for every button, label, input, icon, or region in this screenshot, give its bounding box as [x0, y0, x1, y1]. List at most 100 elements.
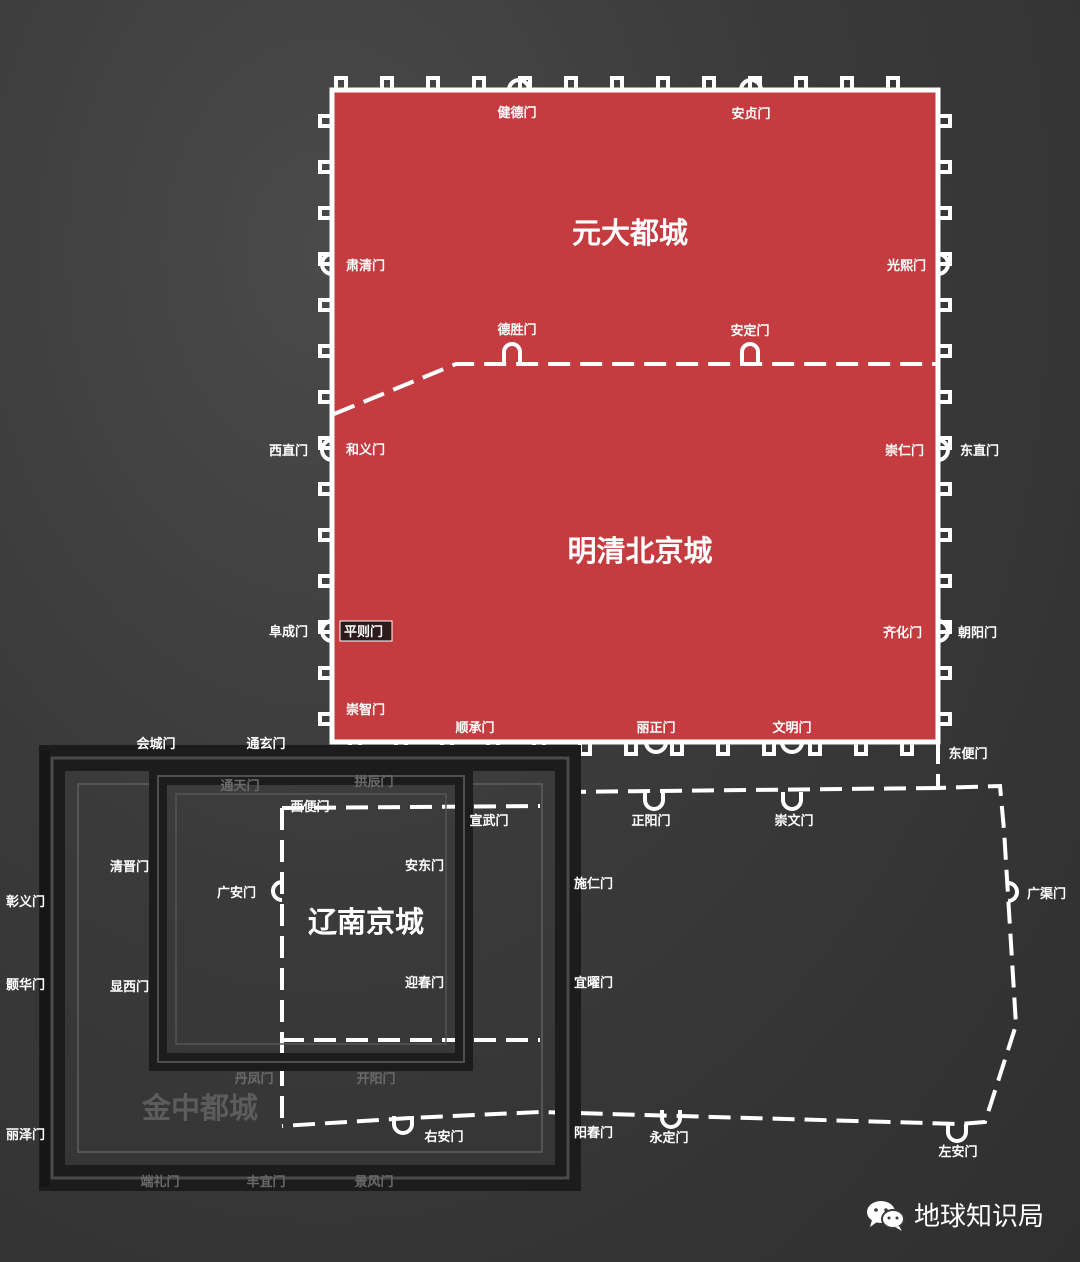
- wall-merlon: [578, 740, 592, 756]
- gate-arc-suqing: [320, 252, 333, 276]
- wall-merlon: [318, 436, 334, 450]
- wall-merlon: [318, 160, 334, 174]
- gate-label-fengyi: 丰宜门: [246, 1174, 285, 1190]
- wall-merlon: [318, 528, 334, 542]
- gate-label-jiande: 健德门: [497, 105, 536, 121]
- wall-merlon: [380, 76, 394, 92]
- jin-frame-shadow: [40, 750, 50, 1186]
- wall-merlon: [656, 76, 670, 92]
- wall-merlon: [808, 740, 822, 756]
- gate-arc-dongzhi: [937, 438, 950, 462]
- gate-label-xianxi: 显西门: [110, 979, 149, 995]
- city-name-jin: 金中都城: [141, 1091, 258, 1125]
- wall-merlon: [702, 76, 716, 92]
- gate-label-qingjin: 清晋门: [110, 859, 149, 875]
- gate-arc-guangxi: [937, 252, 950, 276]
- wall-merlon: [840, 76, 854, 92]
- gate-label-chongwen: 崇文门: [774, 813, 813, 829]
- wall-merlon: [564, 76, 578, 92]
- wall-merlon: [318, 666, 334, 680]
- wall-merlon: [936, 528, 952, 542]
- gate-label-shuncheng: 顺承门: [455, 720, 494, 736]
- wall-merlon: [318, 206, 334, 220]
- gate-labels: 健德门 安贞门 肃清门 光熙门 德胜门 安定门 西直门 和义门 崇仁门 东直门 …: [6, 105, 1066, 1190]
- wall-merlon: [716, 740, 730, 756]
- wall-merlon: [936, 436, 952, 450]
- gate-notch-zhengyang: [643, 792, 665, 811]
- wall-merlon: [936, 712, 952, 726]
- gate-label-dongbian: 东便门: [948, 746, 987, 762]
- mingqing-north-wall: [333, 362, 938, 416]
- wall-merlon: [426, 76, 440, 92]
- gate-label-gongchen: 拱辰门: [354, 774, 393, 790]
- gate-arcs: [320, 78, 950, 754]
- wall-merlon: [886, 76, 900, 92]
- gate-label-suqing: 肃清门: [346, 258, 385, 274]
- city-name-liao: 辽南京城: [308, 905, 424, 939]
- wall-merlon: [854, 740, 868, 756]
- gate-label-chongren: 崇仁门: [885, 443, 924, 459]
- gate-label-heyi: 和义门: [346, 442, 385, 458]
- wall-merlon: [762, 740, 776, 756]
- watermark: 地球知识局: [866, 1196, 1044, 1233]
- gate-arc-wenming: [780, 741, 804, 754]
- gate-label-chaoyang: 朝阳门: [958, 625, 997, 641]
- gate-notch-zuoan: [946, 1124, 968, 1143]
- wall-merlon: [518, 76, 532, 92]
- wall-merlon: [318, 574, 334, 588]
- wall-merlon: [318, 482, 334, 496]
- gate-label-huicheng: 会城门: [136, 736, 175, 752]
- gate-label-xuanwu: 宣武门: [469, 813, 508, 829]
- gate-label-xibian: 西便门: [290, 799, 329, 815]
- gate-arc-chaoyang: [937, 619, 950, 643]
- outer-city-wall-south-east: [281, 742, 1019, 1128]
- gate-notch-chongwen: [781, 792, 803, 811]
- wall-merlon: [624, 740, 638, 756]
- gate-label-zhengyang: 正阳门: [631, 813, 670, 829]
- gate-arc-anding: [740, 342, 760, 364]
- jin-frame-outer-edge: [50, 756, 570, 1180]
- ming-outer-city: [271, 742, 1019, 1143]
- wall-merlon: [318, 298, 334, 312]
- gate-label-kaiyang: 开阳门: [356, 1071, 395, 1087]
- liao-north-wall: [281, 804, 541, 810]
- liao-nanjing-city: [149, 767, 473, 1071]
- jin-zhongdu-city: [39, 745, 581, 1191]
- wall-merlon: [472, 76, 486, 92]
- outer-city-wall-north: [559, 786, 939, 794]
- gate-label-anzhen: 安贞门: [731, 106, 770, 122]
- gate-arc-xizhi: [320, 438, 333, 462]
- wall-merlon: [936, 574, 952, 588]
- wall-merlon: [794, 76, 808, 92]
- gate-label-tongtian: 通天门: [220, 778, 259, 794]
- gate-label-desheng: 德胜门: [497, 322, 536, 338]
- gate-notch-guangan: [271, 880, 283, 902]
- gate-label-shiren: 施仁门: [574, 876, 613, 892]
- wall-merlon: [936, 298, 952, 312]
- gate-label-duanli: 端礼门: [140, 1174, 179, 1190]
- wall-merlon: [318, 114, 334, 128]
- gate-label-youan: 右安门: [423, 1129, 463, 1145]
- city-name-yuan: 元大都城: [572, 216, 688, 250]
- wall-merlon: [936, 344, 952, 358]
- gate-label-xizhi: 西直门: [269, 443, 308, 459]
- wall-merlon: [936, 160, 952, 174]
- wall-merlon: [936, 666, 952, 680]
- gate-arc-desheng: [502, 342, 522, 364]
- wall-merlon: [334, 76, 348, 92]
- gate-arc-anzhen: [739, 78, 763, 91]
- gate-label-yangchun: 阳春门: [574, 1125, 613, 1141]
- gate-notch-guangqu: [1007, 881, 1019, 903]
- wall-merlon: [670, 740, 684, 756]
- gate-label-guangxi: 光熙门: [886, 258, 926, 274]
- liao-frame-inner-edge: [175, 793, 447, 1045]
- gate-label-guangan: 广安门: [217, 885, 256, 901]
- gate-label-pingze-box: [339, 620, 393, 642]
- gate-label-zuoan: 左安门: [938, 1144, 977, 1160]
- wall-merlon: [900, 740, 914, 756]
- red-city-area: [332, 90, 938, 742]
- wall-merlon: [318, 344, 334, 358]
- gate-arc-lizheng: [644, 741, 668, 754]
- gate-label-fucheng: 阜成门: [269, 624, 308, 640]
- gate-label-yongding: 永定门: [648, 1130, 688, 1146]
